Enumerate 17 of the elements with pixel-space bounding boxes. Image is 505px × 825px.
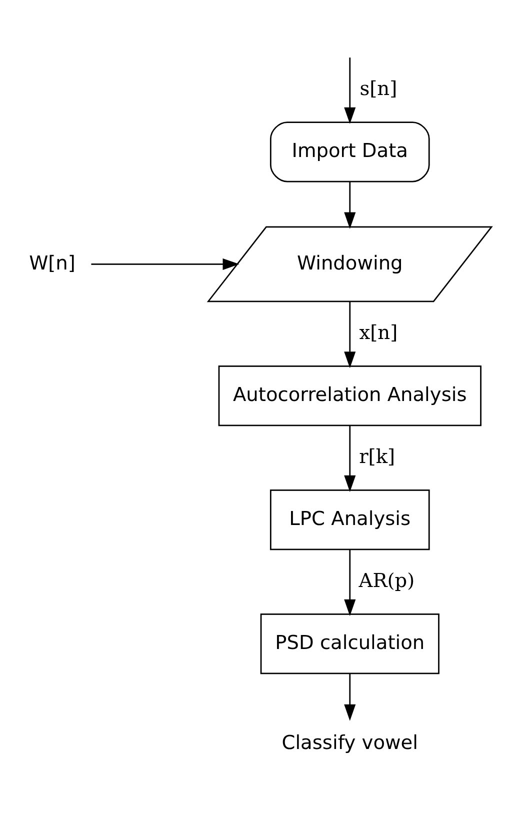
arrow (344, 550, 356, 616)
node-text: W[n] (29, 251, 76, 274)
arrow (344, 182, 356, 229)
arrow (344, 58, 356, 124)
edge-label: x[n] (359, 320, 398, 344)
arrow (344, 301, 356, 368)
node-box: Import Data (270, 122, 430, 182)
edge-label: AR(p) (358, 568, 415, 592)
node-box: PSD calculation (260, 613, 440, 674)
arrow (344, 426, 356, 492)
arrow (91, 258, 240, 270)
node-text: Classify vowel (282, 730, 418, 754)
node-box: Autocorrelation Analysis (218, 365, 482, 426)
node-box: LPC Analysis (270, 489, 430, 550)
edge-label: r[k] (359, 444, 396, 468)
edge-label: s[n] (360, 76, 398, 100)
arrow (344, 674, 356, 721)
